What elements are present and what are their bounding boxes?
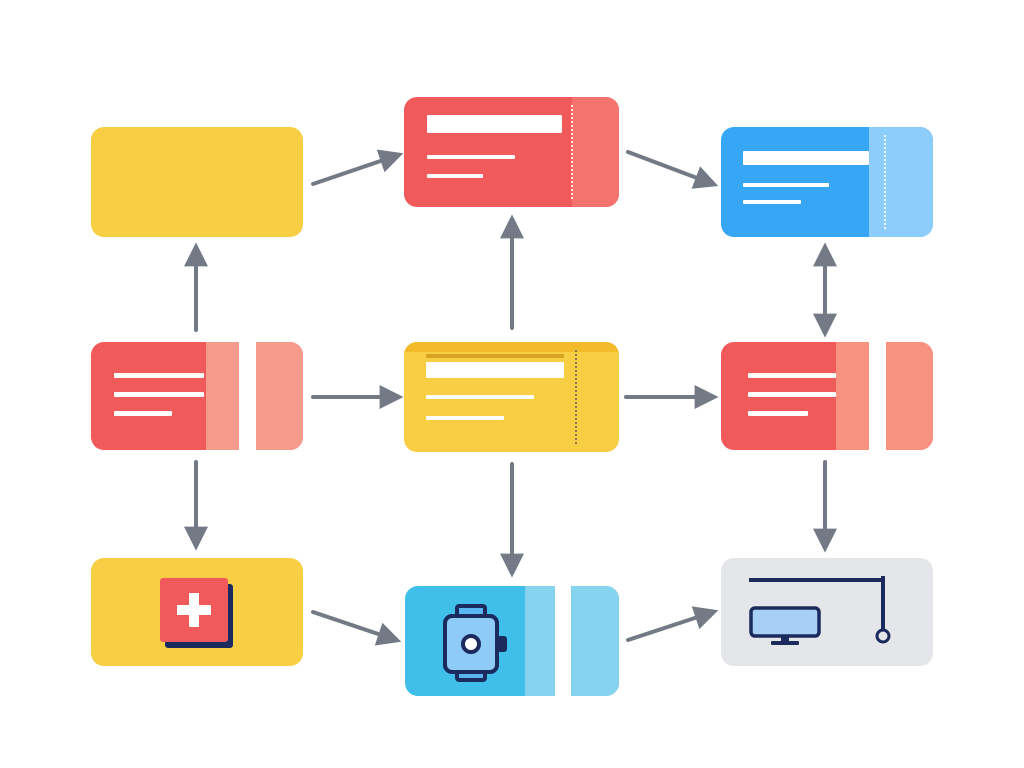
monitor-icon [749,576,891,645]
arrow-add-to-device [311,610,402,646]
plus-icon [160,578,233,648]
center-ticket-node[interactable] [404,342,619,452]
device-node[interactable] [405,586,619,696]
arrow-top-ticket-to-top-right-ticket [626,150,719,189]
mid-left-card-node[interactable] [91,342,303,450]
monitor-node[interactable] [721,558,933,666]
top-right-ticket-node[interactable] [721,127,933,237]
arrow-device-to-monitor [626,606,719,642]
top-ticket-node[interactable] [404,97,619,207]
add-node[interactable] [91,558,303,666]
shopping-cart-node[interactable] [91,127,303,237]
arrow-cart-to-top-ticket [311,149,404,186]
watch-icon [443,604,507,682]
mid-right-card-node[interactable] [721,342,933,450]
